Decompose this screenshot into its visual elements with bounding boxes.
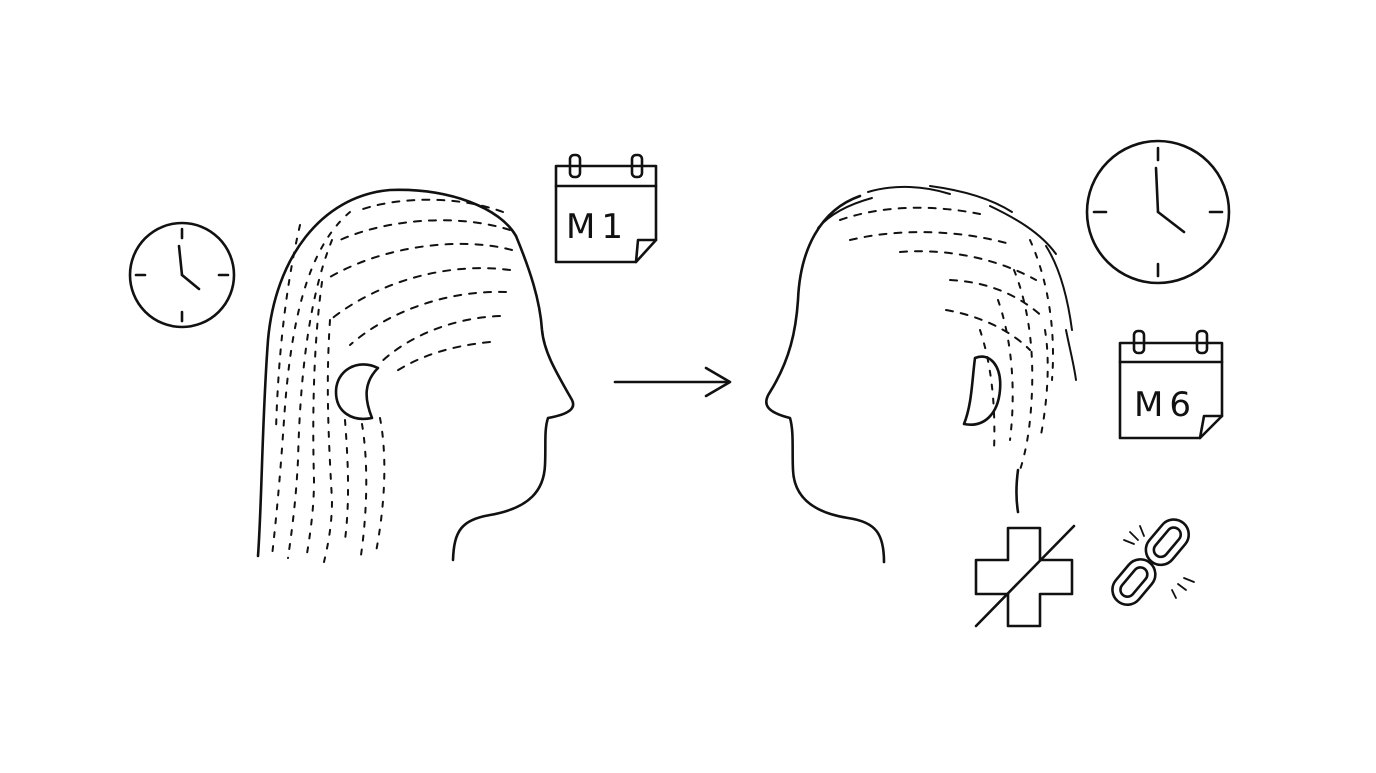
crossed-out-medical-cross-icon — [974, 524, 1076, 628]
calendar-icon-m6: M6 — [1118, 329, 1224, 440]
calendar-label-m6: M6 — [1134, 385, 1197, 425]
arrow-right-icon — [613, 366, 732, 398]
clock-icon-later — [1085, 139, 1231, 285]
calendar-label-m1: M1 — [566, 207, 629, 247]
head-with-thinning-hair — [765, 185, 1077, 564]
calendar-icon-m1: M1 — [554, 153, 658, 264]
broken-chain-link-icon — [1111, 518, 1195, 607]
head-with-full-hair — [256, 188, 575, 563]
clock-icon — [128, 221, 236, 329]
